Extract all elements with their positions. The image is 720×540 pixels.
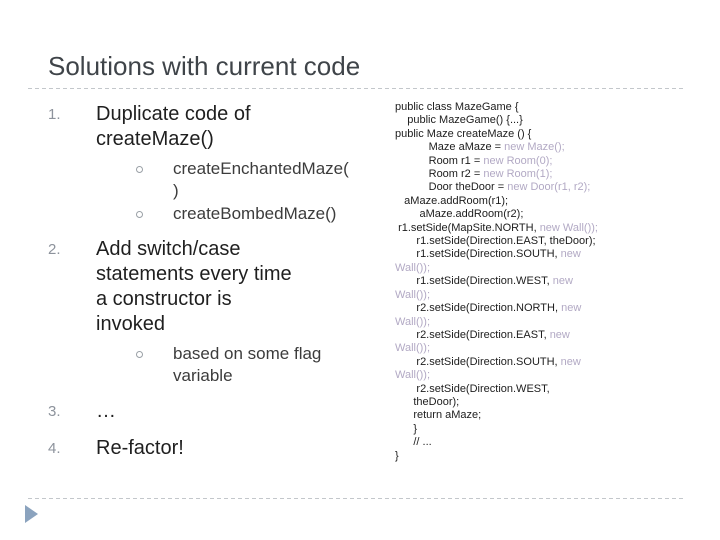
code-line: r1.setSide(MapSite.NORTH, new Wall()); [395, 222, 713, 235]
code-text: r1.setSide(MapSite.NORTH, [398, 221, 540, 234]
title-divider-dashed-line [28, 88, 686, 89]
code-text: r1.setSide(Direction.SOUTH, [416, 248, 561, 261]
code-text: r1.setSide(Direction.EAST, theDoor); [416, 235, 596, 248]
code-text: // ... [413, 436, 432, 449]
list-item: 4. Re-factor! [48, 436, 383, 461]
code-text: public Maze createMaze () { [395, 127, 532, 140]
code-line: Maze aMaze = new Maze(); [395, 141, 713, 154]
code-text: r2.setSide(Direction.SOUTH, [416, 355, 561, 368]
sub-bullet-text: createEnchantedMaze( ) [173, 159, 349, 200]
code-line: public Maze createMaze () { [395, 128, 713, 141]
list-item: 1. Duplicate code of createMaze() createEn… [48, 102, 383, 225]
code-line: return aMaze; [395, 409, 713, 422]
code-text: public class MazeGame { [395, 101, 519, 113]
list-item-text: Re-factor! [96, 437, 184, 459]
code-new-expression: Wall()); [395, 342, 431, 355]
list-item-body: Duplicate code of createMaze() createEnch… [96, 102, 383, 225]
code-line: Wall()); [395, 342, 713, 355]
sub-bullet-item: createBombedMaze() [96, 203, 383, 225]
code-line: Wall()); [395, 289, 713, 302]
code-text: aMaze.addRoom(r2); [419, 208, 524, 221]
code-line: aMaze.addRoom(r2); [395, 208, 713, 221]
code-line: theDoor); [395, 396, 713, 409]
list-item-body: Re-factor! [96, 436, 383, 461]
code-text: r2.setSide(Direction.NORTH, [416, 302, 562, 315]
list-item-text: … [96, 400, 116, 422]
code-text: Maze aMaze = [428, 141, 505, 154]
solutions-list: 1. Duplicate code of createMaze() createEn… [48, 102, 383, 461]
list-item: 2. Add switch/case statements every time … [48, 237, 383, 387]
code-text: } [395, 449, 399, 462]
list-item-number: 3. [48, 403, 61, 420]
list-item-text: Add switch/case statements every time a … [96, 238, 292, 335]
code-new-expression: Wall()); [395, 315, 431, 328]
code-line: r2.setSide(Direction.SOUTH, new [395, 356, 713, 369]
code-new-expression: new Wall()); [539, 221, 598, 234]
code-line: r2.setSide(Direction.NORTH, new [395, 302, 713, 315]
maze-game-code-block: public class MazeGame { public MazeGame(… [395, 101, 713, 463]
code-line: Room r1 = new Room(0); [395, 155, 713, 168]
code-line: Room r2 = new Room(1); [395, 168, 713, 181]
code-new-expression: Wall()); [395, 261, 431, 274]
list-item-number: 2. [48, 241, 61, 258]
code-line: r1.setSide(Direction.EAST, theDoor); [395, 235, 713, 248]
code-line: r1.setSide(Direction.SOUTH, new [395, 248, 713, 261]
code-line: Wall()); [395, 316, 713, 329]
sub-bullet-list: based on some flag variable [96, 343, 383, 387]
code-text: Room r1 = [428, 154, 484, 167]
code-text: r1.setSide(Direction.WEST, [416, 275, 553, 288]
footer-divider-dashed-line [28, 498, 686, 499]
code-text: theDoor); [413, 395, 460, 408]
slide-footer-triangle-icon [25, 505, 38, 523]
code-text: Door theDoor = [428, 181, 508, 194]
sub-bullet-list: createEnchantedMaze( ) createBombedMaze() [96, 158, 383, 225]
sub-bullet-text: createBombedMaze() [173, 204, 337, 223]
list-item-number: 1. [48, 106, 61, 123]
code-new-expression: new [560, 355, 581, 368]
code-text: r2.setSide(Direction.EAST, [416, 328, 550, 341]
circle-bullet-icon [136, 211, 143, 218]
code-new-expression: new Door(r1, r2); [507, 181, 591, 194]
list-item-number: 4. [48, 440, 61, 457]
list-item: 3. … [48, 399, 383, 424]
sub-bullet-item: based on some flag variable [96, 343, 383, 387]
code-line: } [395, 450, 713, 463]
code-text: return aMaze; [413, 409, 482, 422]
list-item-text: Duplicate code of createMaze() [96, 103, 251, 150]
code-line: Wall()); [395, 262, 713, 275]
code-new-expression: Wall()); [395, 369, 431, 382]
code-line: public class MazeGame { [395, 101, 713, 114]
list-item-body: … [96, 399, 383, 424]
code-line: Wall()); [395, 369, 713, 382]
page-title: Solutions with current code [48, 51, 361, 81]
code-text: r2.setSide(Direction.WEST, [416, 382, 550, 395]
code-new-expression: new [549, 328, 570, 341]
code-new-expression: new [560, 248, 581, 261]
code-line: aMaze.addRoom(r1); [395, 195, 713, 208]
code-text: } [413, 422, 418, 435]
code-line: r2.setSide(Direction.WEST, [395, 383, 713, 396]
sub-bullet-item: createEnchantedMaze( ) [96, 158, 383, 202]
code-new-expression: new Maze(); [504, 141, 565, 154]
code-new-expression: Wall()); [395, 288, 431, 301]
code-new-expression: new [561, 302, 582, 315]
code-line: r1.setSide(Direction.WEST, new [395, 275, 713, 288]
code-text: Room r2 = [428, 168, 484, 181]
circle-bullet-icon [136, 166, 143, 173]
sub-bullet-text: based on some flag variable [173, 344, 322, 385]
code-line: Door theDoor = new Door(r1, r2); [395, 181, 713, 194]
code-line: } [395, 423, 713, 436]
code-line: public MazeGame() {...} [395, 114, 713, 127]
circle-bullet-icon [136, 351, 143, 358]
code-new-expression: new Room(0); [483, 154, 553, 167]
list-item-body: Add switch/case statements every time a … [96, 237, 383, 387]
code-line: r2.setSide(Direction.EAST, new [395, 329, 713, 342]
code-new-expression: new Room(1); [483, 168, 553, 181]
code-text: public MazeGame() {...} [407, 114, 523, 127]
code-text: aMaze.addRoom(r1); [404, 194, 509, 207]
code-line: // ... [395, 436, 713, 449]
code-new-expression: new [552, 275, 573, 288]
